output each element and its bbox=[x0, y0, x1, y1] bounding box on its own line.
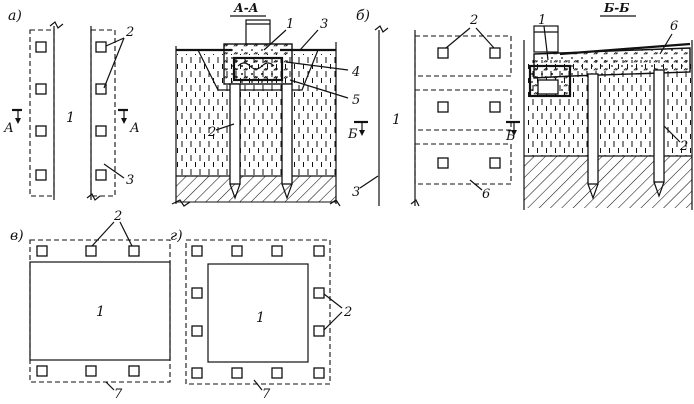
panel-b-plan: б) Б Б 1 2 3 6 bbox=[347, 8, 520, 207]
pile bbox=[191, 325, 203, 337]
callout-6: 6 bbox=[670, 19, 678, 34]
callout-1: 1 bbox=[66, 110, 75, 126]
pile bbox=[437, 157, 449, 169]
callout-2: 2 bbox=[343, 305, 352, 320]
pile bbox=[85, 245, 97, 257]
callout-2: 2 bbox=[679, 139, 688, 154]
pile bbox=[95, 169, 107, 181]
section-b-b: Б-Б 1 6 2 bbox=[523, 1, 693, 210]
pile bbox=[35, 125, 47, 137]
callout-2: 2 bbox=[113, 209, 122, 224]
pile bbox=[271, 245, 283, 257]
pile bbox=[35, 41, 47, 53]
callout-7: 7 bbox=[114, 387, 123, 402]
pile bbox=[85, 365, 97, 377]
pile bbox=[313, 367, 325, 379]
section-a-a: А-А 1 3 4 5 2 bbox=[171, 1, 360, 207]
panel-a-label: а) bbox=[8, 8, 22, 24]
panel-v-label: в) bbox=[10, 228, 24, 244]
pile bbox=[489, 157, 501, 169]
panel-g-label: г) bbox=[170, 228, 183, 244]
bearing-layer bbox=[524, 156, 692, 208]
foundation-slab bbox=[29, 261, 171, 361]
callout-3: 3 bbox=[320, 17, 328, 32]
panel-a-plan: а) А А 1 2 3 bbox=[3, 8, 140, 201]
callout-1: 1 bbox=[96, 304, 105, 320]
pile bbox=[36, 245, 48, 257]
callout-1: 1 bbox=[256, 310, 265, 326]
callout-3: 3 bbox=[126, 173, 134, 188]
section-piles bbox=[587, 69, 665, 200]
pile bbox=[489, 47, 501, 59]
callout-4: 4 bbox=[351, 65, 360, 80]
callout-3: 3 bbox=[352, 185, 360, 200]
pile bbox=[95, 125, 107, 137]
pile bbox=[35, 169, 47, 181]
grillage-outline bbox=[414, 35, 512, 77]
callout-2: 2 bbox=[207, 125, 216, 140]
panel-g-plan: г) 1 2 7 bbox=[170, 228, 352, 402]
pile bbox=[191, 287, 203, 299]
section-marker-b-right: Б bbox=[505, 129, 516, 144]
callout-7: 7 bbox=[262, 387, 271, 402]
pile bbox=[271, 367, 283, 379]
grillage-outline bbox=[185, 239, 331, 385]
pile bbox=[95, 41, 107, 53]
section-marker-a-left: А bbox=[3, 121, 14, 136]
section-marker-a-right: А bbox=[129, 121, 140, 136]
pile bbox=[313, 245, 325, 257]
pile bbox=[128, 245, 140, 257]
wall-column bbox=[533, 25, 559, 53]
callout-1: 1 bbox=[538, 13, 546, 28]
panel-v-plan: в) 1 2 7 bbox=[10, 209, 171, 402]
panel-b-label: б) bbox=[356, 8, 370, 24]
pile bbox=[437, 101, 449, 113]
section-bb-title: Б-Б bbox=[603, 1, 630, 15]
callout-5: 5 bbox=[352, 93, 360, 108]
pile bbox=[437, 47, 449, 59]
pile bbox=[191, 245, 203, 257]
pile bbox=[36, 365, 48, 377]
callout-2: 2 bbox=[125, 25, 134, 40]
pile bbox=[313, 287, 325, 299]
section-aa-title: А-А bbox=[233, 1, 259, 15]
callout-1: 1 bbox=[392, 112, 401, 128]
pile bbox=[35, 83, 47, 95]
pile bbox=[95, 83, 107, 95]
section-piles bbox=[229, 83, 293, 200]
pile bbox=[489, 101, 501, 113]
callout-1: 1 bbox=[286, 17, 294, 32]
pile bbox=[313, 325, 325, 337]
grillage-outline bbox=[414, 143, 512, 185]
section-marker-b-left: Б bbox=[347, 127, 358, 142]
foundation-slab bbox=[207, 263, 309, 363]
grillage-outline bbox=[414, 89, 512, 131]
pile bbox=[231, 245, 243, 257]
callout-6: 6 bbox=[482, 187, 490, 202]
callout-2: 2 bbox=[469, 13, 478, 28]
pile bbox=[191, 367, 203, 379]
pile-row-left bbox=[29, 29, 55, 197]
pile-row-right bbox=[90, 29, 116, 197]
pile bbox=[231, 367, 243, 379]
bearing-layer bbox=[175, 175, 337, 203]
pile bbox=[128, 365, 140, 377]
